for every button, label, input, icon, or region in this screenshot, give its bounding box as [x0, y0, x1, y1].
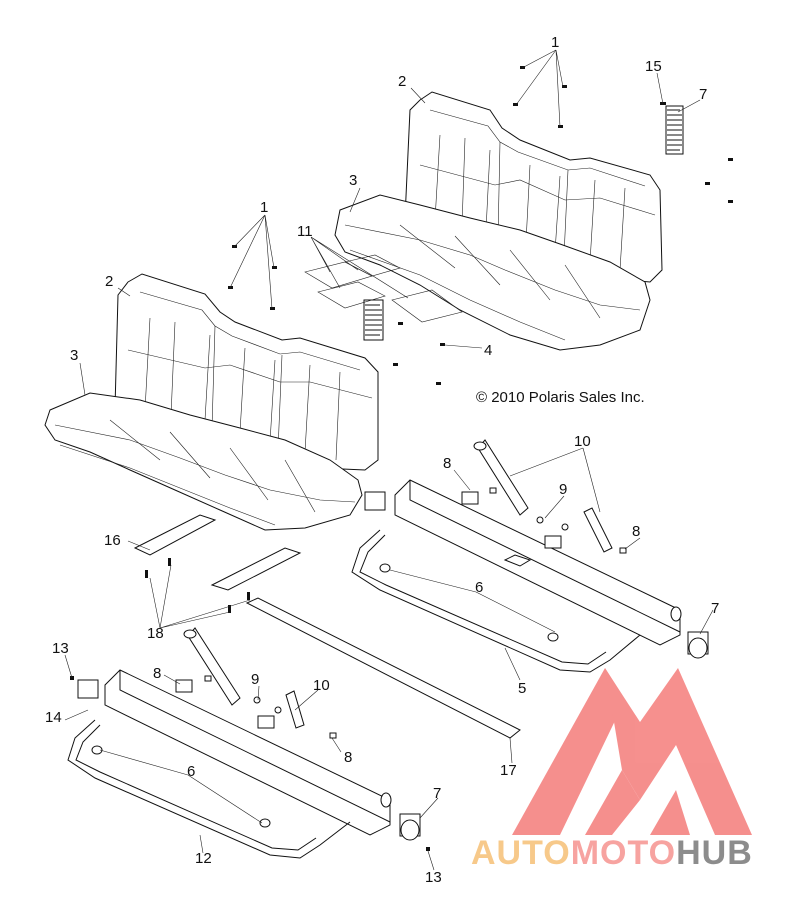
watermark-text: AUTOMOTOHUB: [471, 834, 753, 872]
callout-11: 11: [297, 223, 313, 240]
upper-frame: [351, 479, 682, 673]
copyright-text: © 2010 Polaris Sales Inc.: [476, 389, 645, 406]
seat-belt-upper: [461, 439, 627, 554]
spring-upper: [665, 105, 684, 155]
watermark-auto: AUTO: [471, 834, 571, 872]
callout-4: 4: [484, 342, 492, 359]
callout-9-lower: 9: [251, 671, 259, 688]
callout-13-lower: 13: [425, 869, 442, 886]
spring-middle: [363, 299, 384, 341]
leader-lines: [64, 49, 714, 871]
callout-6-lower: 6: [187, 763, 195, 780]
callout-12: 12: [195, 850, 212, 867]
callout-8-lower-right: 8: [344, 749, 352, 766]
lower-seat-bottom: [44, 392, 363, 531]
callout-2-lower: 2: [105, 273, 113, 290]
callout-3-lower: 3: [70, 347, 78, 364]
callout-14: 14: [45, 709, 62, 726]
callout-18: 18: [147, 625, 164, 642]
callout-5: 5: [518, 680, 526, 697]
callout-8-upper-left: 8: [443, 455, 451, 472]
upper-seat-bottom: [334, 194, 651, 351]
callout-1-lower: 1: [260, 199, 268, 216]
lower-frame: [67, 669, 392, 859]
callout-7-lower: 7: [433, 785, 441, 802]
seat-belt-lower: [175, 627, 337, 739]
callout-8-lower-left: 8: [153, 665, 161, 682]
callout-7-spring: 7: [699, 86, 707, 103]
brackets: [133, 514, 521, 739]
callout-2-upper: 2: [398, 73, 406, 90]
seat-pads: [304, 254, 463, 323]
callout-17: 17: [500, 762, 517, 779]
callout-3-upper: 3: [349, 172, 357, 189]
callout-1-upper: 1: [551, 34, 559, 51]
callout-16: 16: [104, 532, 121, 549]
callout-15: 15: [645, 58, 662, 75]
watermark-hub: HUB: [676, 834, 753, 872]
callout-8-upper-right: 8: [632, 523, 640, 540]
callout-13-upper: 13: [52, 640, 69, 657]
watermark-logo-icon: [512, 668, 752, 835]
callout-10-lower: 10: [313, 677, 330, 694]
callout-9-upper: 9: [559, 481, 567, 498]
callout-10-upper: 10: [574, 433, 591, 450]
callout-7-upper: 7: [711, 600, 719, 617]
watermark-moto: MOTO: [571, 834, 676, 872]
hardware: [70, 491, 709, 851]
callout-6-upper: 6: [475, 579, 483, 596]
